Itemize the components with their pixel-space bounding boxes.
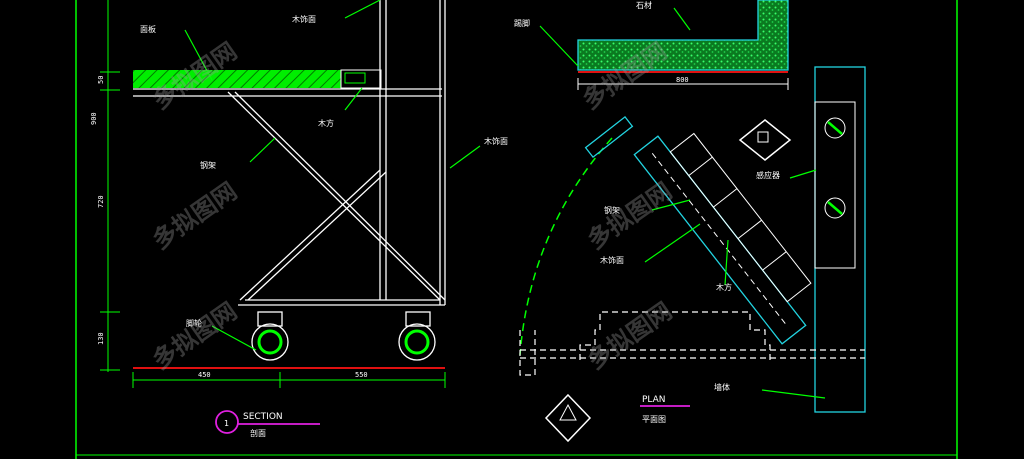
door-swing-arc: [519, 137, 613, 356]
plan-title-block: PLAN 平面图: [640, 395, 690, 424]
diagonal-cart: [633, 132, 812, 345]
plan-view: 800: [514, 0, 866, 443]
label-mid-b: 木饰面: [600, 255, 624, 265]
label-bottom-right: 墙体: [714, 382, 730, 392]
label-mid-c: 木方: [716, 282, 732, 292]
caster-left: [251, 323, 289, 361]
indicator-diamond-bottom: [544, 393, 592, 443]
plan-title: PLAN: [642, 395, 666, 405]
label-right-device: 感应器: [756, 170, 780, 180]
section-width-dimension: [132, 372, 446, 388]
top-stone-block: [577, 0, 789, 71]
section-title: SECTION: [243, 412, 283, 422]
dim-lower: 130: [97, 332, 105, 345]
top-slab-end: [340, 69, 382, 89]
device-panel: [814, 101, 856, 269]
dim-upper: 50: [97, 76, 105, 84]
section-subtitle: 剖面: [250, 428, 266, 438]
indicator-diamond-top: [738, 119, 792, 161]
label-top-block: 石材: [636, 0, 652, 10]
label-top-right: 木饰面: [292, 14, 316, 24]
section-vertical-dimension: [100, 0, 120, 372]
plan-subtitle: 平面图: [642, 415, 666, 424]
top-slab-inner: [344, 72, 366, 84]
top-slab-hatch: [133, 70, 341, 88]
label-top-hatch: 面板: [140, 24, 156, 34]
watermark-3: 多拟图网: [147, 297, 242, 375]
label-mid-under: 木方: [318, 118, 334, 128]
cart-frame: [133, 0, 446, 327]
sensor-top-icon: [824, 117, 846, 139]
plan-leaders: [539, 7, 826, 399]
label-right-side: 木饰面: [484, 136, 508, 146]
section-view: 900 50 720 130: [90, 0, 508, 438]
dashed-steps: [519, 311, 865, 376]
dim-overall-height: 900: [90, 112, 98, 125]
cart-handle: [584, 115, 634, 159]
dim-middle: 720: [97, 195, 105, 208]
dim-width-right: 550: [355, 371, 368, 379]
watermark-6: 多拟图网: [582, 297, 677, 375]
top-block-dimension: [577, 78, 789, 90]
dim-width-left: 450: [198, 371, 211, 379]
sensor-bottom-icon: [824, 197, 846, 219]
label-mid-a: 钢架: [604, 205, 620, 215]
section-leaders: [184, 0, 481, 351]
right-wall-strip: [814, 66, 866, 413]
label-top-left: 踢脚: [514, 18, 530, 28]
label-brace: 钢架: [200, 160, 216, 170]
drawing-border: [75, 0, 958, 459]
dim-top-block-width: 800: [676, 76, 689, 84]
section-number: 1: [224, 419, 229, 428]
watermark-2: 多拟图网: [147, 177, 242, 255]
label-caster: 脚轮: [186, 318, 202, 328]
watermark-5: 多拟图网: [582, 177, 677, 255]
caster-right: [398, 323, 436, 361]
section-title-block: 1 SECTION 剖面: [215, 410, 320, 438]
